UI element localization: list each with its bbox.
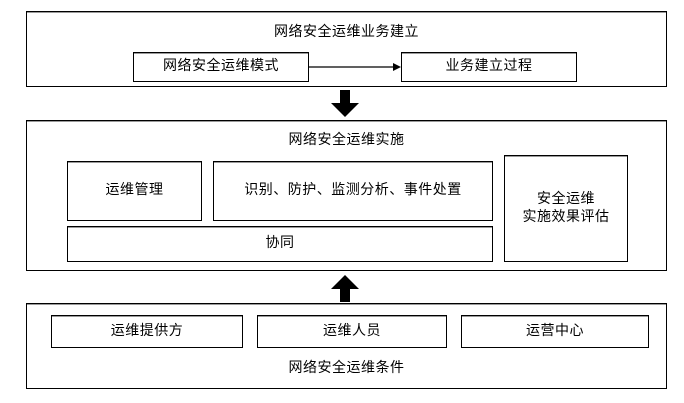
box-effect-evaluation-label: 安全运维 实施效果评估 xyxy=(522,191,610,225)
box-coordination-label: 协同 xyxy=(265,235,295,252)
section-implementation: 网络安全运维实施 运维管理 识别、防护、监测分析、事件处置 协同 安全运维 实施… xyxy=(26,120,667,271)
box-ops-management-label: 运维管理 xyxy=(105,182,164,199)
flow-arrow-up xyxy=(331,275,359,302)
box-ops-management[interactable]: 运维管理 xyxy=(67,161,202,221)
box-ops-mode[interactable]: 网络安全运维模式 xyxy=(133,52,309,82)
box-identify-protect-monitor-respond-label: 识别、防护、监测分析、事件处置 xyxy=(244,182,462,199)
section-establishment-title: 网络安全运维业务建立 xyxy=(274,24,419,40)
box-ops-personnel-label: 运维人员 xyxy=(323,322,381,339)
box-ops-provider[interactable]: 运维提供方 xyxy=(51,315,243,348)
section-implementation-title: 网络安全运维实施 xyxy=(288,132,405,148)
box-establish-process[interactable]: 业务建立过程 xyxy=(401,52,577,82)
box-coordination[interactable]: 协同 xyxy=(67,226,493,262)
box-ops-provider-label: 运维提供方 xyxy=(110,322,184,339)
flow-arrow-down xyxy=(331,90,359,117)
box-operations-center[interactable]: 运营中心 xyxy=(461,315,649,348)
box-ops-personnel[interactable]: 运维人员 xyxy=(257,315,447,348)
box-effect-evaluation[interactable]: 安全运维 实施效果评估 xyxy=(504,155,628,262)
section-establishment: 网络安全运维业务建立 网络安全运维模式 业务建立过程 xyxy=(26,11,667,87)
box-ops-mode-label: 网络安全运维模式 xyxy=(163,58,279,75)
box-identify-protect-monitor-respond[interactable]: 识别、防护、监测分析、事件处置 xyxy=(213,161,493,221)
box-operations-center-label: 运营中心 xyxy=(526,322,584,339)
section-conditions: 运维提供方 运维人员 运营中心 网络安全运维条件 xyxy=(26,303,667,389)
box-establish-process-label: 业务建立过程 xyxy=(445,58,533,75)
section-conditions-title: 网络安全运维条件 xyxy=(288,360,405,376)
flow-arrow-right xyxy=(309,63,401,71)
